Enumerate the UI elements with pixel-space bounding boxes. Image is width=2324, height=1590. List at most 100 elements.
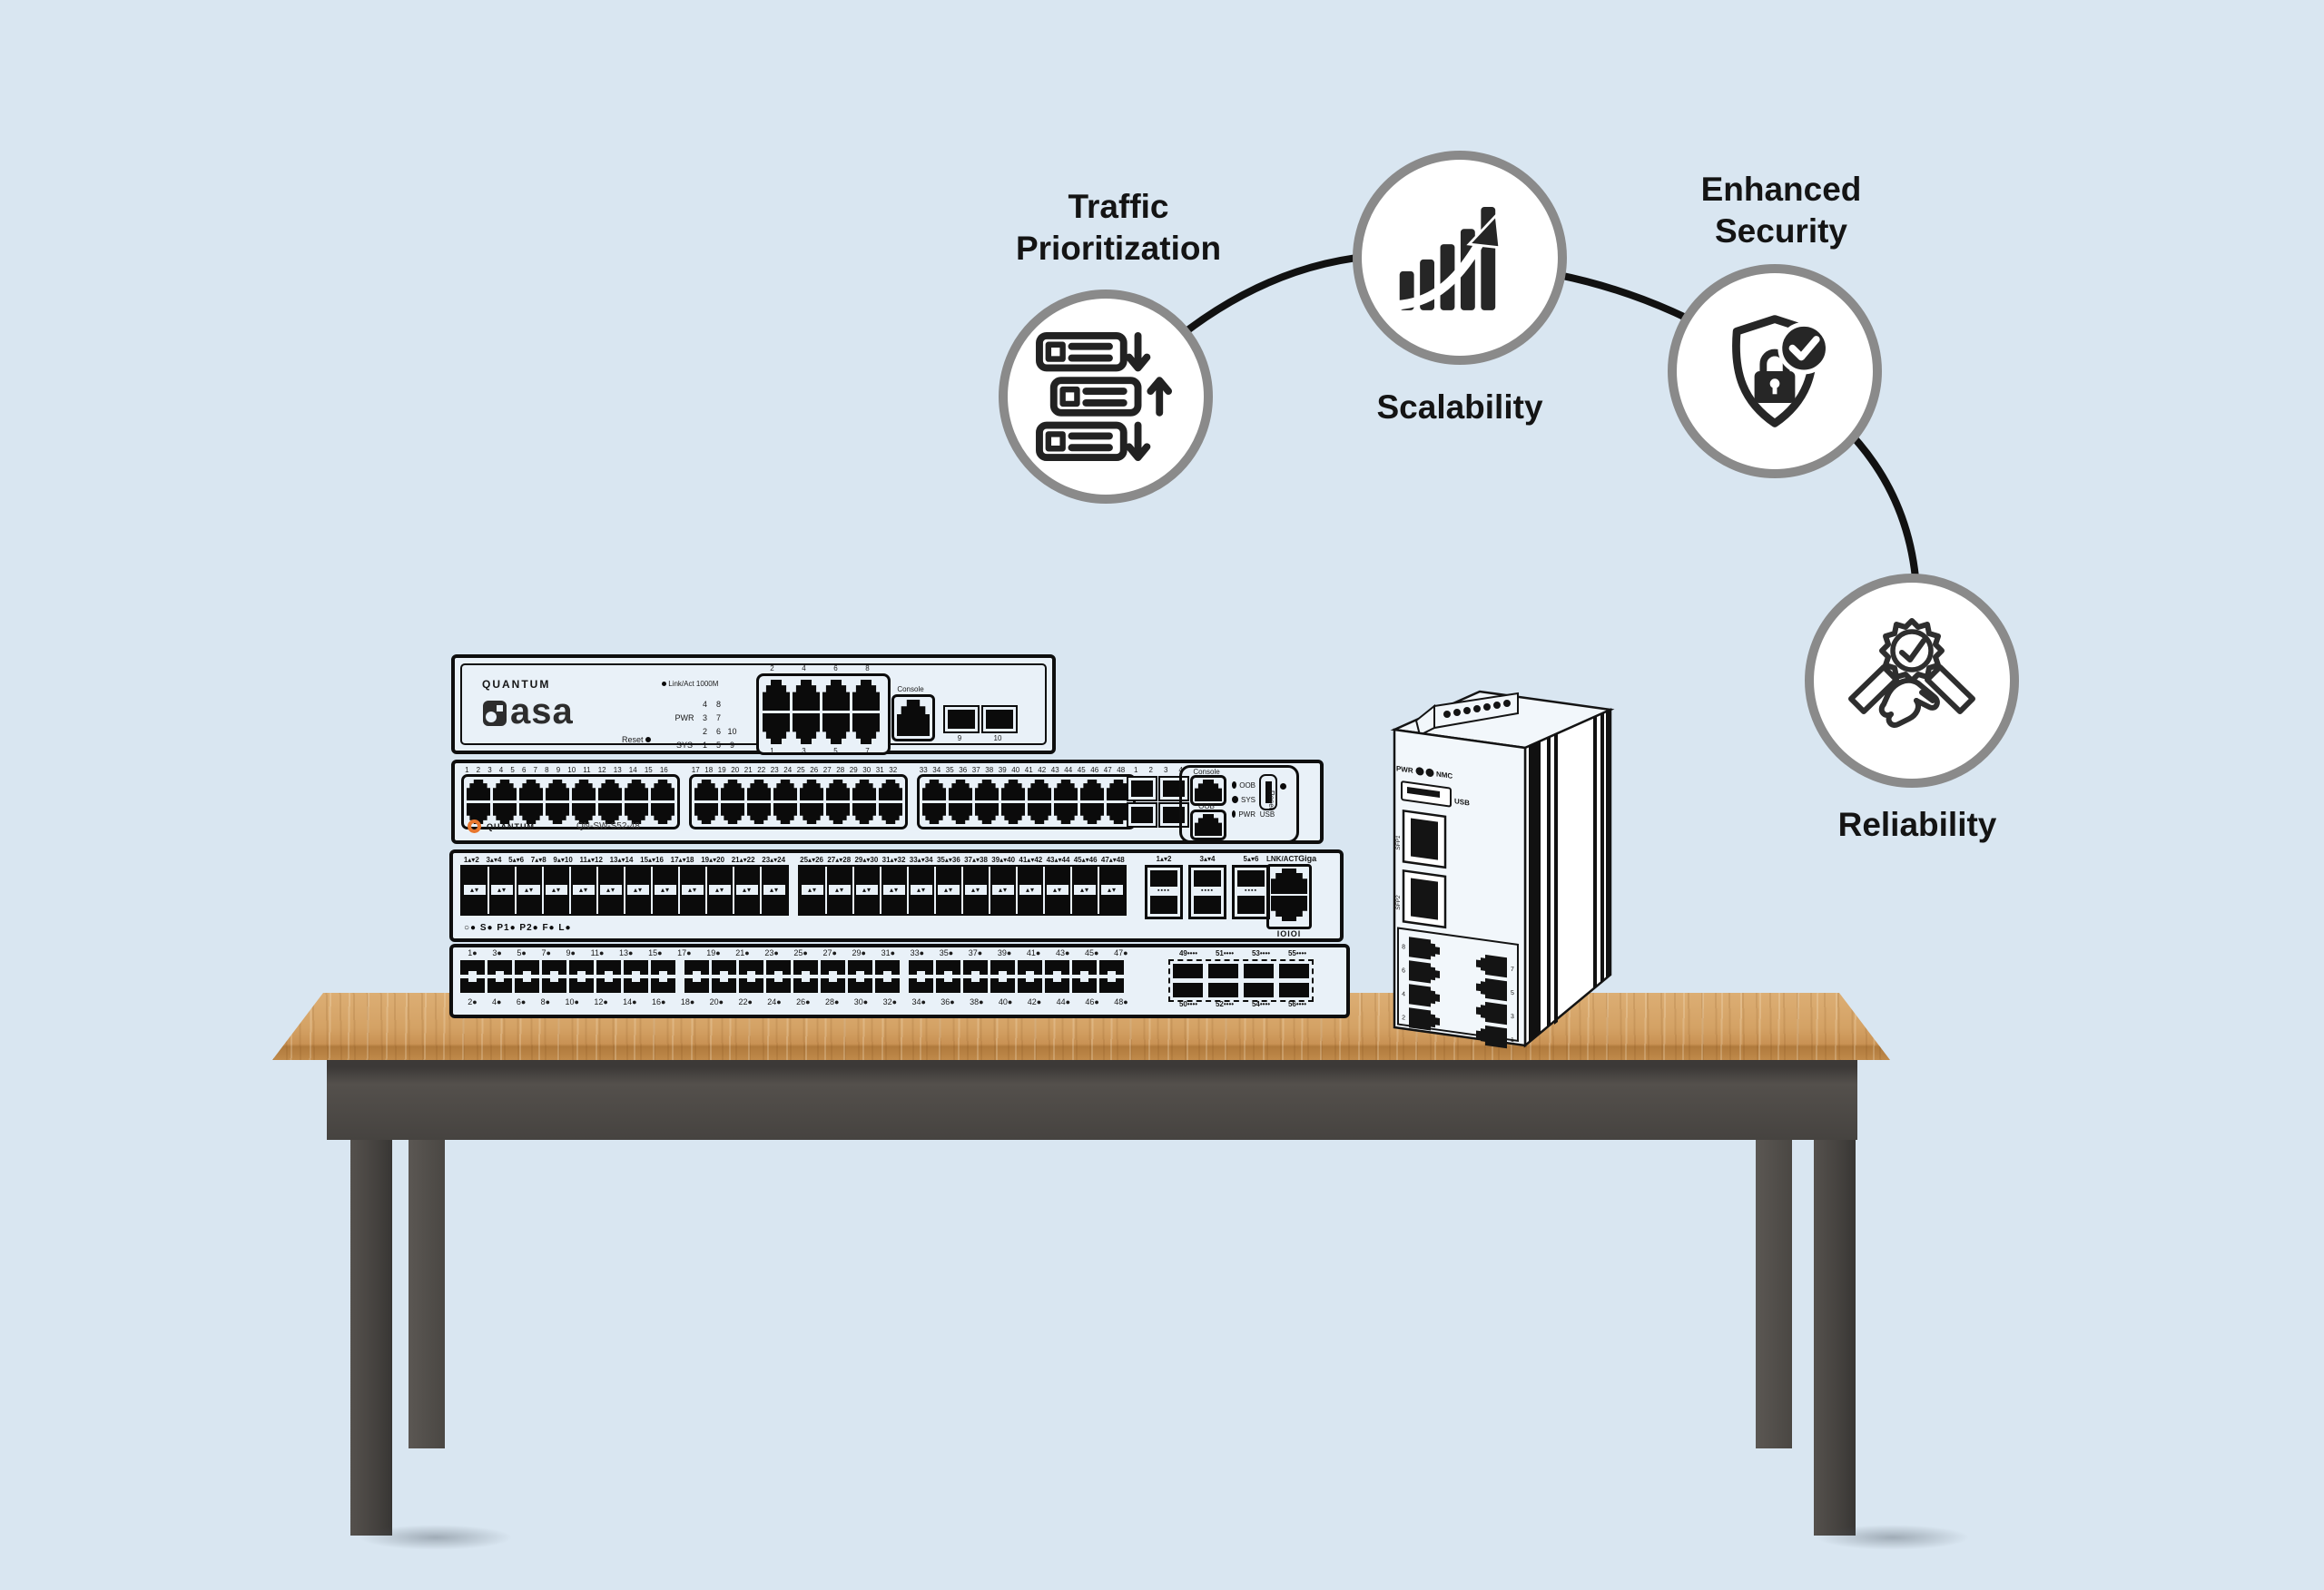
console-jack [897,700,930,736]
rj45-port [1001,780,1025,800]
port-group [460,960,675,993]
pair-strip: ▴▾▴▾▴▾▴▾▴▾▴▾▴▾▴▾▴▾▴▾▴▾▴▾ [798,865,1127,916]
port-number: 5● [517,948,527,957]
dual-rj45 [1266,864,1312,929]
feature-label-scalability: Scalability [1315,387,1605,428]
sfp-pair: ▴▾ [707,867,733,914]
reset-label: Reset [1267,790,1275,810]
port-number: 45● [1085,948,1099,957]
feature-circle-reliability [1805,574,2019,788]
port [651,978,675,993]
rj45-port [793,713,820,744]
led-dot [1232,781,1237,789]
sfp-pair: ▴▾ [854,867,880,914]
pair-label: 31▴▾32 [881,856,906,864]
uplink-slots [1168,959,1314,1002]
uplink-slot [1244,964,1274,978]
port [1099,978,1124,993]
port-number: 47● [1114,948,1128,957]
group-ports [461,774,680,829]
pair-band: ▴▾ [1019,885,1041,895]
port-number: 11● [590,948,605,957]
uplink-labels-top: 49••••51••••53••••55•••• [1170,949,1315,957]
rj45-port [625,780,648,800]
uplink-label: 5▴▾6 [1243,855,1259,863]
led-label: PWR [1238,810,1256,819]
rj45-port [747,780,771,800]
reset-dot [645,737,652,742]
console-label: Console [1193,768,1220,776]
sfp-pair: ▴▾ [800,867,825,914]
pair-band: ▴▾ [600,885,622,895]
pair-strip: ▴▾▴▾▴▾▴▾▴▾▴▾▴▾▴▾▴▾▴▾▴▾▴▾ [460,865,789,916]
led-cell [725,713,739,727]
port [515,978,539,993]
rj45-port [519,780,543,800]
rj45-port [1028,803,1051,824]
rj45-port [800,803,823,824]
rj45-port [852,780,876,800]
port-number: 3● [492,948,502,957]
port-numbers-bottom: 2●4●6●8●10●12●14●16●18●20●22●24●26●28●30… [460,998,1136,1006]
port-number: 7 [533,765,537,774]
pair-label: 21▴▾22 [731,856,755,864]
sfp-pair: ▴▾ [653,867,678,914]
port [542,960,566,975]
led-cell [725,700,739,713]
rj45-port [975,780,999,800]
rj45-port [793,680,820,711]
reset-dot [1280,783,1286,790]
port [712,978,736,993]
sfp-port-10 [981,705,1018,733]
sfp-pair: ▴▾ [462,867,487,914]
port-number: 20● [709,997,724,1006]
port [569,978,594,993]
port [990,960,1015,975]
rj45-port [1107,780,1130,800]
rj45-port [879,780,902,800]
feature-circle-traffic [999,290,1213,504]
rj45-port [773,780,797,800]
port-number: 2 [1402,1015,1405,1022]
port-number: 7 [1511,967,1514,974]
port-number: 26● [796,997,811,1006]
sfp-pair: ▴▾ [909,867,934,914]
sfp-port [1127,802,1157,828]
rj45-port [949,803,972,824]
rj45-bottom [1271,896,1307,921]
rj45-port-block [756,673,891,755]
port-number: 5 [833,747,838,755]
group-ports [689,774,908,829]
rj45-jack [1409,960,1440,984]
port-number: 24 [783,765,793,774]
led-dot [1232,796,1238,803]
port-number: 14 [628,765,637,774]
pair-label: 41▴▾42 [1019,856,1043,864]
port-number: 10 [567,765,576,774]
rj45-port [1028,780,1051,800]
table-leg-front-left [350,1140,392,1536]
port [963,960,988,975]
sfp-pair: ▴▾ [625,867,651,914]
port-number: 16● [651,997,666,1006]
sfp-pair: ▴▾ [734,867,760,914]
uplink-slot [1279,983,1309,997]
port [487,960,512,975]
led-dot [662,682,666,686]
rj45-port [922,803,946,824]
pair-band: ▴▾ [802,885,823,895]
reliability-icon [1848,618,1975,728]
led-item: SYS [1232,792,1256,807]
port-number: 31 [875,765,884,774]
port-number: 43 [1050,765,1059,774]
rj45-port [1001,803,1025,824]
pair-label: 7▴▾8 [530,856,547,864]
port-number: 20 [731,765,740,774]
pair-label: 15▴▾16 [640,856,664,864]
rj45-port [1054,803,1078,824]
